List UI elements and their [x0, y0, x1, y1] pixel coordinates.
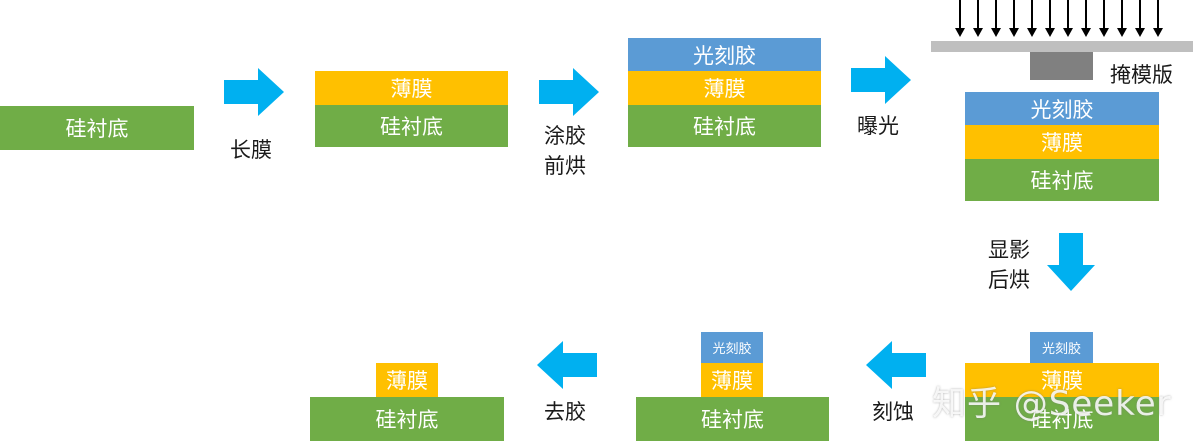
- stage6-film: 薄膜: [701, 363, 763, 397]
- stage6-photoresist: 光刻胶: [701, 332, 763, 363]
- step-label-expose: 曝光: [857, 114, 899, 138]
- stage7-film: 薄膜: [376, 363, 438, 397]
- stage3-substrate: 硅衬底: [628, 105, 821, 147]
- watermark: 知乎 @Seeker: [932, 384, 1172, 424]
- step-label-coat: 涂胶 前烘: [544, 121, 586, 181]
- stage6-substrate: 硅衬底: [636, 397, 829, 441]
- stage5-photoresist: 光刻胶: [1030, 332, 1093, 363]
- step-label-develop: 显影 后烘: [988, 235, 1030, 295]
- stage4-photoresist: 光刻胶: [965, 92, 1159, 125]
- step-label-coat-line1: 涂胶: [544, 124, 586, 148]
- mask-plate: [931, 41, 1193, 52]
- arrow-left-icon: [537, 341, 597, 389]
- stage3-film: 薄膜: [628, 71, 821, 105]
- stage1-substrate: 硅衬底: [0, 106, 194, 150]
- stage2-film: 薄膜: [315, 71, 508, 105]
- stage5-film: 薄膜: [965, 363, 1159, 397]
- step-label-etch: 刻蚀: [872, 400, 914, 424]
- mask-label: 掩模版: [1110, 63, 1173, 87]
- stage2-substrate: 硅衬底: [315, 105, 508, 147]
- stage4-substrate: 硅衬底: [965, 159, 1159, 201]
- arrow-right-icon: [851, 56, 911, 104]
- exposure-light-icon: [955, 0, 1163, 37]
- arrow-down-icon: [1047, 233, 1095, 291]
- step-label-develop-line1: 显影: [988, 238, 1030, 262]
- arrow-right-icon: [539, 68, 599, 116]
- stage3-photoresist: 光刻胶: [628, 38, 821, 71]
- arrow-right-icon: [224, 68, 284, 116]
- mask-pattern: [1030, 52, 1093, 80]
- step-label-grow-film: 长膜: [230, 138, 272, 162]
- step-label-develop-line2: 后烘: [988, 268, 1030, 292]
- stage5-substrate: 硅衬底: [965, 397, 1159, 441]
- stage4-film: 薄膜: [965, 125, 1159, 159]
- step-label-strip: 去胶: [544, 400, 586, 424]
- arrow-left-icon: [866, 341, 926, 389]
- stage7-substrate: 硅衬底: [310, 397, 504, 441]
- step-label-coat-line2: 前烘: [544, 154, 586, 178]
